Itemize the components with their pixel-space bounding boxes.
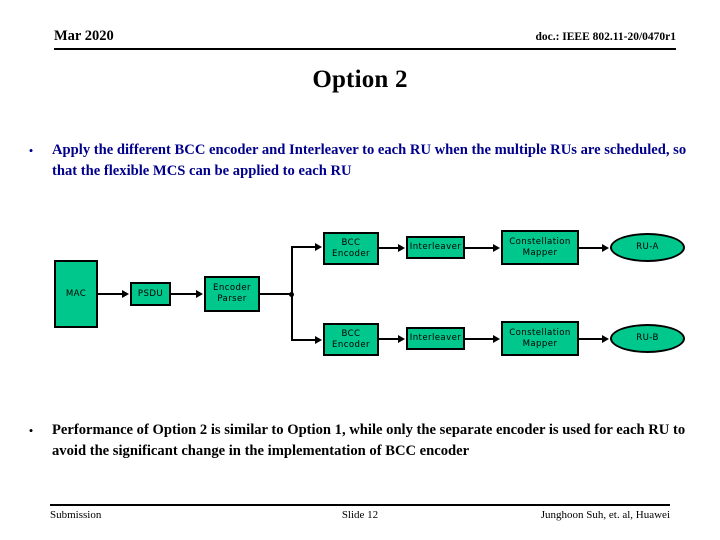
- slide-footer: Submission Slide 12 Junghoon Suh, et. al…: [50, 509, 670, 525]
- edge-mapper-a-to-ru-a: [579, 247, 604, 249]
- arrowhead-mapper-a-to-ru-a: [602, 243, 609, 252]
- arrowhead-psdu-to-encoder-parser: [196, 289, 203, 298]
- edge-split-to-bcc-encoder-a: [291, 246, 317, 248]
- bullet-item-1: • Apply the different BCC encoder and In…: [20, 140, 704, 182]
- edge-encoder-parser-to-split: [260, 293, 292, 295]
- bullet-text: Performance of Option 2 is similar to Op…: [52, 422, 686, 459]
- footer-divider: [50, 504, 670, 506]
- edge-mac-to-psdu: [98, 293, 124, 295]
- footer-slide-number: Slide 12: [341, 509, 379, 521]
- edge-interleaver-a-to-mapper-a: [465, 247, 495, 249]
- edge-psdu-to-encoder-parser: [171, 293, 198, 295]
- diagram-node-interleaver-a: Interleaver: [406, 236, 465, 259]
- diagram-node-ru-b: RU-B: [610, 324, 685, 353]
- slide-header: Mar 2020 doc.: IEEE 802.11-20/0470r1: [54, 28, 676, 50]
- bullet-text: Apply the different BCC encoder and Inte…: [52, 142, 687, 179]
- diagram-node-encoder-parser: Encoder Parser: [204, 276, 260, 312]
- diagram-node-bcc-encoder-b: BCC Encoder: [323, 323, 379, 356]
- bullet-marker: •: [28, 143, 34, 158]
- arrowhead-split-to-bcc-encoder-a: [315, 242, 322, 251]
- footer-submission-label: Submission: [50, 509, 102, 521]
- diagram-node-bcc-encoder-a: BCC Encoder: [323, 232, 379, 265]
- block-diagram: MAC PSDU Encoder Parser BCC Encoder Inte…: [0, 210, 720, 390]
- diagram-node-interleaver-b: Interleaver: [406, 327, 465, 350]
- header-divider: [54, 48, 676, 50]
- header-doc-reference: doc.: IEEE 802.11-20/0470r1: [535, 31, 676, 43]
- diagram-node-ru-a: RU-A: [610, 233, 685, 262]
- edge-mapper-b-to-ru-b: [579, 338, 604, 340]
- footer-author: Junghoon Suh, et. al, Huawei: [540, 509, 670, 521]
- arrowhead-mac-to-psdu: [122, 289, 129, 298]
- diagram-node-constellation-mapper-b: Constellation Mapper: [501, 321, 579, 356]
- arrowhead-interleaver-a-to-mapper-a: [493, 243, 500, 252]
- bullet-marker: •: [28, 423, 34, 438]
- diagram-node-psdu: PSDU: [130, 282, 171, 306]
- diagram-node-constellation-mapper-a: Constellation Mapper: [501, 230, 579, 265]
- arrowhead-interleaver-b-to-mapper-b: [493, 334, 500, 343]
- bullet-item-2: • Performance of Option 2 is similar to …: [20, 420, 686, 462]
- header-date: Mar 2020: [54, 28, 114, 44]
- edge-interleaver-b-to-mapper-b: [465, 338, 495, 340]
- edge-split-bus: [291, 246, 293, 341]
- arrowhead-mapper-b-to-ru-b: [602, 334, 609, 343]
- page-title: Option 2: [312, 66, 408, 93]
- arrowhead-bcc-encoder-b-to-interleaver-b: [398, 334, 405, 343]
- arrowhead-split-to-bcc-encoder-b: [315, 335, 322, 344]
- edge-bcc-encoder-a-to-interleaver-a: [379, 247, 400, 249]
- diagram-node-mac: MAC: [54, 260, 98, 328]
- arrowhead-bcc-encoder-a-to-interleaver-a: [398, 243, 405, 252]
- edge-split-to-bcc-encoder-b: [291, 339, 317, 341]
- edge-bcc-encoder-b-to-interleaver-b: [379, 338, 400, 340]
